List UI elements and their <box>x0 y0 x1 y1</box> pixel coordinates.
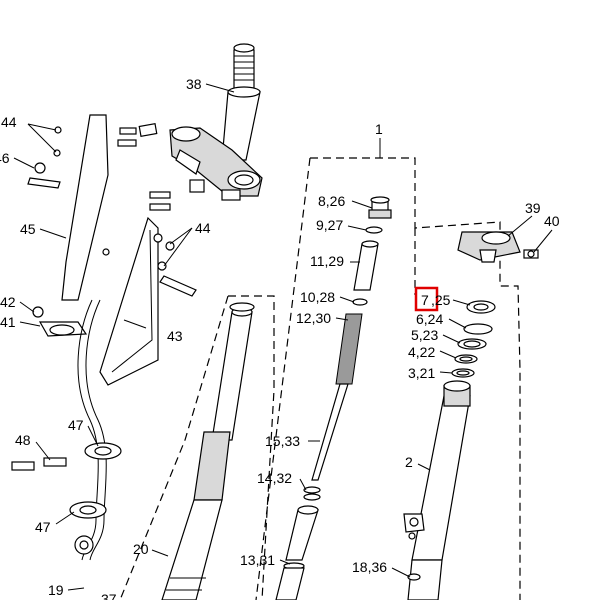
label-46: 46 <box>0 150 10 166</box>
label-8-26: 8,26 <box>318 193 345 209</box>
label-47-bottom: 47 <box>35 519 51 535</box>
label-19: 19 <box>48 582 64 598</box>
outer-tube-20 <box>161 302 255 600</box>
bracket-bolts <box>53 126 171 211</box>
inner-tube-13 <box>275 505 319 600</box>
o-ring-9 <box>365 226 383 234</box>
washer-4 <box>454 354 478 364</box>
nut-14 <box>303 486 321 501</box>
label-39: 39 <box>525 200 541 216</box>
bracket-39 <box>457 231 539 263</box>
assembly-19-dashed-outline <box>228 295 275 600</box>
label-47-top: 47 <box>68 417 84 433</box>
label-45: 45 <box>20 221 36 237</box>
washer-18 <box>407 573 421 581</box>
label-7-25-suffix: ,25 <box>431 292 451 308</box>
label-11-29: 11,29 <box>310 253 344 269</box>
label-41: 41 <box>0 314 16 330</box>
label-40: 40 <box>544 213 560 229</box>
bolt-48 <box>11 457 67 471</box>
label-5-23: 5,23 <box>411 327 438 343</box>
fork-guard-inner <box>111 229 153 373</box>
front-fender-bracket <box>61 114 109 301</box>
spring-12 <box>335 313 363 385</box>
guard-fasteners <box>27 162 197 297</box>
highlight-box-7 <box>414 286 439 312</box>
hose-guide-47-bottom <box>69 501 107 555</box>
label-14-32: 14,32 <box>257 470 292 486</box>
label-15-33: 15,33 <box>265 433 300 449</box>
spacer-11 <box>353 240 379 291</box>
label-18-36: 18,36 <box>352 559 387 575</box>
label-20: 20 <box>133 541 149 557</box>
washer-10 <box>352 298 368 306</box>
label-44-top: 44 <box>1 114 17 130</box>
clip-6 <box>463 323 493 335</box>
hose-guide-47-top <box>84 442 122 460</box>
label-2: 2 <box>405 454 413 470</box>
outer-tube-2 <box>403 380 471 600</box>
label-42: 42 <box>0 294 16 310</box>
label-48: 48 <box>15 432 31 448</box>
assembly-1-dashed-left <box>255 157 311 600</box>
fork-guard <box>99 216 159 386</box>
leader-lines <box>13 83 553 591</box>
oil-seal-7 <box>466 300 496 314</box>
label-3-21: 3,21 <box>408 365 435 381</box>
label-9-27: 9,27 <box>316 217 343 233</box>
label-6-24: 6,24 <box>416 311 443 327</box>
label-13-31: 13,31 <box>240 552 275 568</box>
steering-stem <box>221 43 261 161</box>
label-12-30: 12,30 <box>296 310 331 326</box>
label-43: 43 <box>167 328 183 344</box>
under-bracket <box>138 122 263 201</box>
cap-bolt-8 <box>368 196 392 219</box>
label-10-28: 10,28 <box>300 289 335 305</box>
label-7: 7 <box>421 292 429 308</box>
assembly-19-dashed-left <box>119 295 229 600</box>
label-4-22: 4,22 <box>408 344 435 360</box>
bushing-3 <box>451 368 475 378</box>
seal-5 <box>457 338 487 350</box>
damper-rod-15 <box>311 383 349 481</box>
hose-clamp-41 <box>32 306 88 337</box>
label-38: 38 <box>186 76 202 92</box>
label-1: 1 <box>375 121 383 137</box>
label-44-right: 44 <box>195 220 211 236</box>
label-37: 37 <box>101 591 117 600</box>
